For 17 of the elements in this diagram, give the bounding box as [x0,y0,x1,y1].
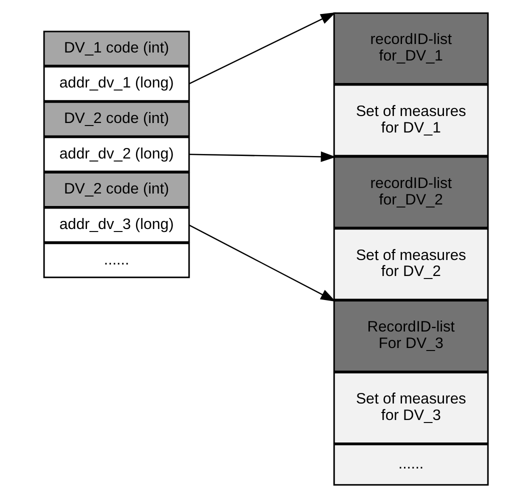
node-box: addr_dv_3 (long) [43,207,190,243]
node-box: DV_2 code (int) [43,172,190,208]
node-box: RecordID-list For DV_3 [333,300,489,372]
arrow [188,224,336,302]
node-box: recordID-list for_DV_2 [333,156,489,228]
node-box: Set of measures for DV_2 [333,228,489,300]
arrow [188,12,336,84]
node-box: recordID-list for_DV_1 [333,12,489,85]
node-box: addr_dv_1 (long) [43,66,190,102]
node-box: ...... [333,444,489,486]
node-box: ...... [43,242,190,278]
node-box: Set of measures for DV_1 [333,84,489,156]
node-box: Set of measures for DV_3 [333,372,489,444]
node-box: addr_dv_2 (long) [43,136,190,172]
node-box: DV_1 code (int) [43,30,190,66]
node-box: DV_2 code (int) [43,101,190,137]
arrow [189,151,336,162]
